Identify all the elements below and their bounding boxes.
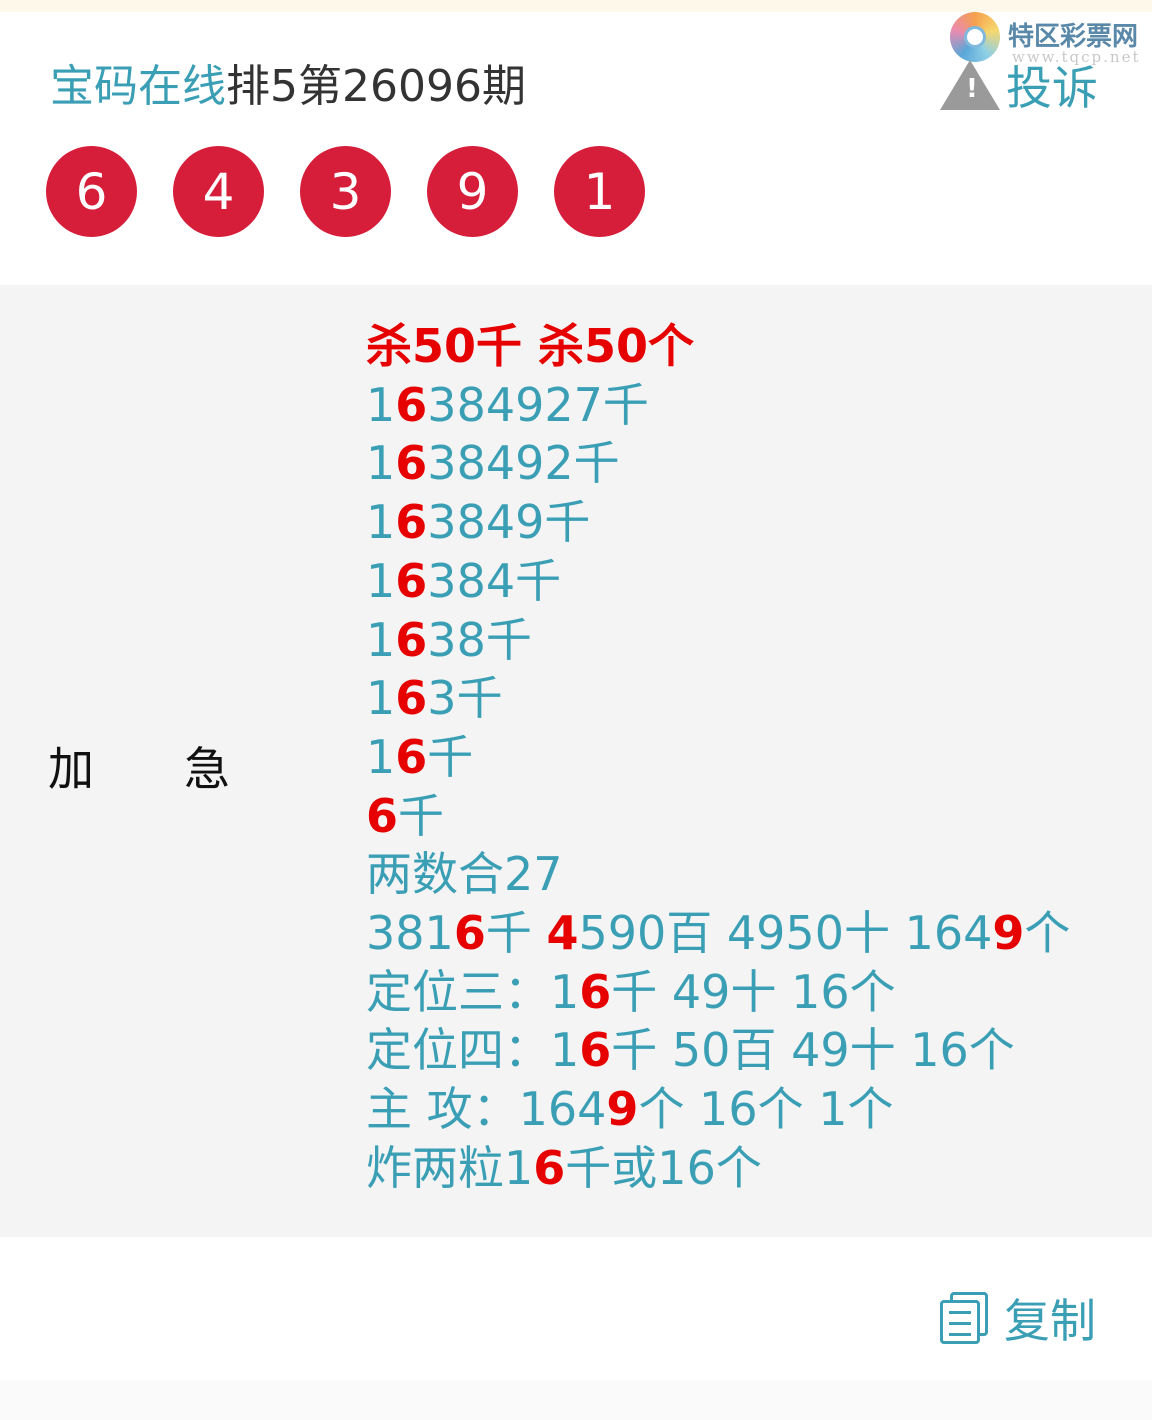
result-ball: 6 bbox=[46, 146, 137, 237]
site-logo: 特区彩票网 www.tqcp.net bbox=[950, 10, 1150, 70]
issue-title: 排5第26096期 bbox=[226, 61, 526, 112]
highlighted-digit: 6 bbox=[395, 436, 428, 491]
line-text: 主 攻：164 bbox=[366, 1082, 607, 1137]
line-text: 千 bbox=[398, 788, 445, 843]
complain-label: 投诉 bbox=[1006, 61, 1098, 115]
highlighted-digit: 6 bbox=[395, 671, 428, 726]
prediction-line: 3816千 4590百 4950十 1649个 bbox=[366, 904, 1070, 963]
prediction-line: 163千 bbox=[366, 669, 1070, 728]
line-text: 1 bbox=[366, 436, 396, 491]
line-text: 384927千 bbox=[427, 377, 649, 432]
highlighted-digit: 6 bbox=[395, 377, 428, 432]
highlighted-digit: 9 bbox=[606, 1082, 639, 1137]
prediction-line: 1638千 bbox=[366, 611, 1070, 670]
copy-label: 复制 bbox=[1004, 1294, 1096, 1348]
line-text: 个 16个 1个 bbox=[638, 1082, 894, 1137]
line-text: 千 50百 49十 16个 bbox=[611, 1023, 1015, 1078]
prediction-line: 16384千 bbox=[366, 552, 1070, 611]
swirl-logo-icon bbox=[950, 12, 1000, 62]
prediction-line: 两数合27 bbox=[366, 845, 1070, 904]
highlighted-digit: 杀50千 杀50个 bbox=[366, 319, 695, 373]
prediction-line: 杀50千 杀50个 bbox=[366, 317, 1070, 376]
result-balls: 6 4 3 9 1 bbox=[46, 146, 645, 237]
line-text: 590百 4950十 164 bbox=[578, 906, 993, 961]
highlighted-digit: 6 bbox=[395, 612, 428, 667]
highlighted-digit: 4 bbox=[546, 906, 579, 961]
line-text: 38千 bbox=[427, 612, 532, 667]
line-text: 1 bbox=[366, 495, 396, 550]
result-ball: 4 bbox=[173, 146, 264, 237]
line-text: 千 bbox=[485, 906, 547, 961]
highlighted-digit: 6 bbox=[395, 553, 428, 608]
highlighted-digit: 6 bbox=[366, 788, 399, 843]
result-ball: 1 bbox=[554, 146, 645, 237]
prediction-line: 定位四：16千 50百 49十 16个 bbox=[366, 1021, 1070, 1080]
highlighted-digit: 6 bbox=[579, 1023, 612, 1078]
highlighted-digit: 6 bbox=[453, 906, 486, 961]
highlighted-digit: 6 bbox=[579, 964, 612, 1019]
line-text: 1 bbox=[366, 612, 396, 667]
copy-button[interactable]: 复制 bbox=[940, 1285, 1096, 1351]
logo-url: www.tqcp.net bbox=[1012, 48, 1141, 66]
bottom-strip bbox=[0, 1380, 1152, 1420]
line-text: 1 bbox=[366, 729, 396, 784]
line-text: 1 bbox=[366, 377, 396, 432]
brand-name: 宝码在线 bbox=[50, 61, 226, 112]
line-text: 千 49十 16个 bbox=[611, 964, 896, 1019]
page-title: 宝码在线排5第26096期 bbox=[50, 50, 526, 114]
prediction-line: 1638492千 bbox=[366, 434, 1070, 493]
line-text: 384千 bbox=[427, 553, 562, 608]
top-strip bbox=[0, 0, 1152, 12]
prediction-line: 主 攻：1649个 16个 1个 bbox=[366, 1080, 1070, 1139]
line-text: 1 bbox=[366, 671, 396, 726]
line-text: 两数合27 bbox=[366, 847, 563, 902]
line-text: 3千 bbox=[427, 671, 503, 726]
highlighted-digit: 9 bbox=[992, 906, 1025, 961]
prediction-line: 163849千 bbox=[366, 493, 1070, 552]
line-text: 炸两粒1 bbox=[366, 1140, 534, 1195]
prediction-line: 定位三：16千 49十 16个 bbox=[366, 963, 1070, 1022]
line-text: 定位三：1 bbox=[366, 964, 580, 1019]
prediction-line: 6千 bbox=[366, 787, 1070, 846]
prediction-line: 炸两粒16千或16个 bbox=[366, 1139, 1070, 1198]
line-text: 个 bbox=[1024, 906, 1071, 961]
line-text: 千或16个 bbox=[565, 1140, 762, 1195]
complain-button[interactable]: ! 投诉 bbox=[940, 52, 1098, 118]
label-left: 加 bbox=[48, 742, 94, 796]
prediction-line: 16千 bbox=[366, 728, 1070, 787]
logo-text: 特区彩票网 bbox=[1008, 22, 1139, 52]
prediction-line: 16384927千 bbox=[366, 376, 1070, 435]
warning-icon: ! bbox=[940, 60, 1000, 110]
line-text: 1 bbox=[366, 553, 396, 608]
panel-label: 加急 bbox=[48, 733, 230, 799]
highlighted-digit: 6 bbox=[395, 729, 428, 784]
copy-icon bbox=[940, 1292, 990, 1344]
line-text: 定位四：1 bbox=[366, 1023, 580, 1078]
line-text: 千 bbox=[427, 729, 474, 784]
line-text: 381 bbox=[366, 906, 454, 961]
highlighted-digit: 6 bbox=[395, 495, 428, 550]
result-ball: 3 bbox=[300, 146, 391, 237]
line-text: 3849千 bbox=[427, 495, 591, 550]
line-text: 38492千 bbox=[427, 436, 620, 491]
highlighted-digit: 6 bbox=[533, 1140, 566, 1195]
label-right: 急 bbox=[184, 742, 230, 796]
result-ball: 9 bbox=[427, 146, 518, 237]
